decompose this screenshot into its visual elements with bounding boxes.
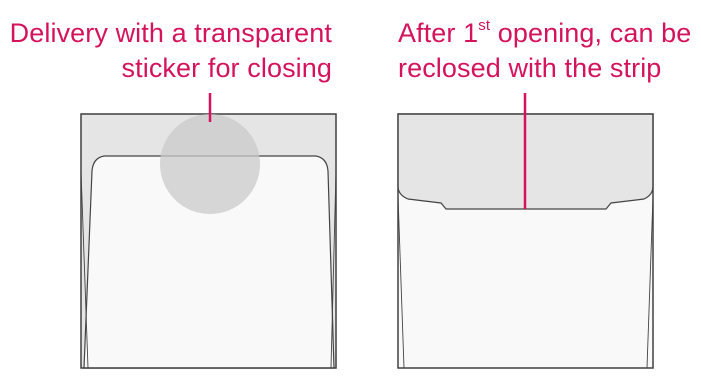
right-caption-prefix: After 1	[398, 18, 479, 48]
left-envelope-left-side-crease	[80, 170, 89, 369]
right-caption-superscript: st	[478, 17, 491, 34]
right-caption: After 1st opening, can be reclosed with …	[398, 16, 691, 86]
left-caption-line-2: sticker for closing	[121, 53, 332, 83]
right-envelope-right-side-crease	[646, 195, 654, 369]
left-caption-line-1: Delivery with a transparent	[9, 18, 332, 48]
transparent-sticker	[160, 114, 260, 214]
left-envelope	[80, 93, 337, 369]
left-caption: Delivery with a transparent sticker for …	[10, 16, 332, 86]
right-envelope	[397, 93, 654, 369]
right-caption-line-1: After 1st opening, can be	[398, 16, 691, 51]
right-caption-line-2: reclosed with the strip	[398, 53, 662, 83]
right-caption-suffix: opening, can be	[490, 18, 692, 48]
right-envelope-left-side-crease	[397, 195, 405, 369]
left-envelope-outline	[80, 113, 337, 369]
left-envelope-body	[83, 155, 335, 369]
left-envelope-right-side-crease	[330, 170, 337, 369]
